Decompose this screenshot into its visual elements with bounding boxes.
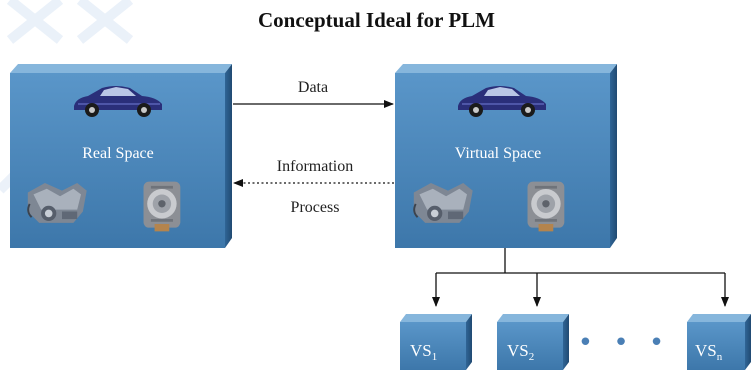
sub-space-vs2: VS2 <box>497 314 569 370</box>
vs1-front-face <box>400 322 466 370</box>
sub-space-vs1: VS1 <box>400 314 472 370</box>
virtual-space-label: Virtual Space <box>455 145 542 162</box>
information-arrow-label: Information <box>277 158 353 175</box>
virtual-space-top-face <box>395 64 617 73</box>
tree-connectors <box>432 248 729 307</box>
vs1-side-face <box>466 314 472 370</box>
vsn-front-face <box>687 322 745 370</box>
real-space-top-face <box>10 64 232 73</box>
vsn-label-sub: n <box>717 351 723 363</box>
virtual-space-box: Virtual Space <box>395 64 617 248</box>
turbine-icon <box>526 180 566 233</box>
vs1-label: VS1 <box>410 341 437 363</box>
watermark-mark-2 <box>76 0 134 44</box>
virtual-space-side-face <box>610 64 617 248</box>
data-arrow-label: Data <box>298 79 328 96</box>
turbine-icon <box>142 180 182 233</box>
vs2-top-face <box>497 314 569 322</box>
ellipsis-dots: • • • <box>578 328 671 358</box>
real-space-side-face <box>225 64 232 248</box>
watermark-mark-1 <box>6 0 64 44</box>
vs2-label-base: VS <box>507 341 529 360</box>
vsn-label-base: VS <box>695 341 717 360</box>
engine-icon <box>412 182 474 224</box>
vsn-top-face <box>687 314 751 322</box>
vs1-label-base: VS <box>410 341 432 360</box>
vs2-label: VS2 <box>507 341 534 363</box>
vs1-top-face <box>400 314 472 322</box>
process-arrow-label: Process <box>291 199 340 216</box>
vs2-front-face <box>497 322 563 370</box>
vs2-side-face <box>563 314 569 370</box>
real-space-box: Real Space <box>10 64 232 248</box>
diagram-title: Conceptual Ideal for PLM <box>257 8 496 32</box>
real-space-label: Real Space <box>82 145 154 162</box>
vs2-label-sub: 2 <box>529 351 535 363</box>
engine-icon <box>26 182 88 224</box>
vsn-side-face <box>745 314 751 370</box>
sub-space-vsn: VSn <box>687 314 751 370</box>
vs1-label-sub: 1 <box>432 351 438 363</box>
vsn-label: VSn <box>695 341 723 363</box>
